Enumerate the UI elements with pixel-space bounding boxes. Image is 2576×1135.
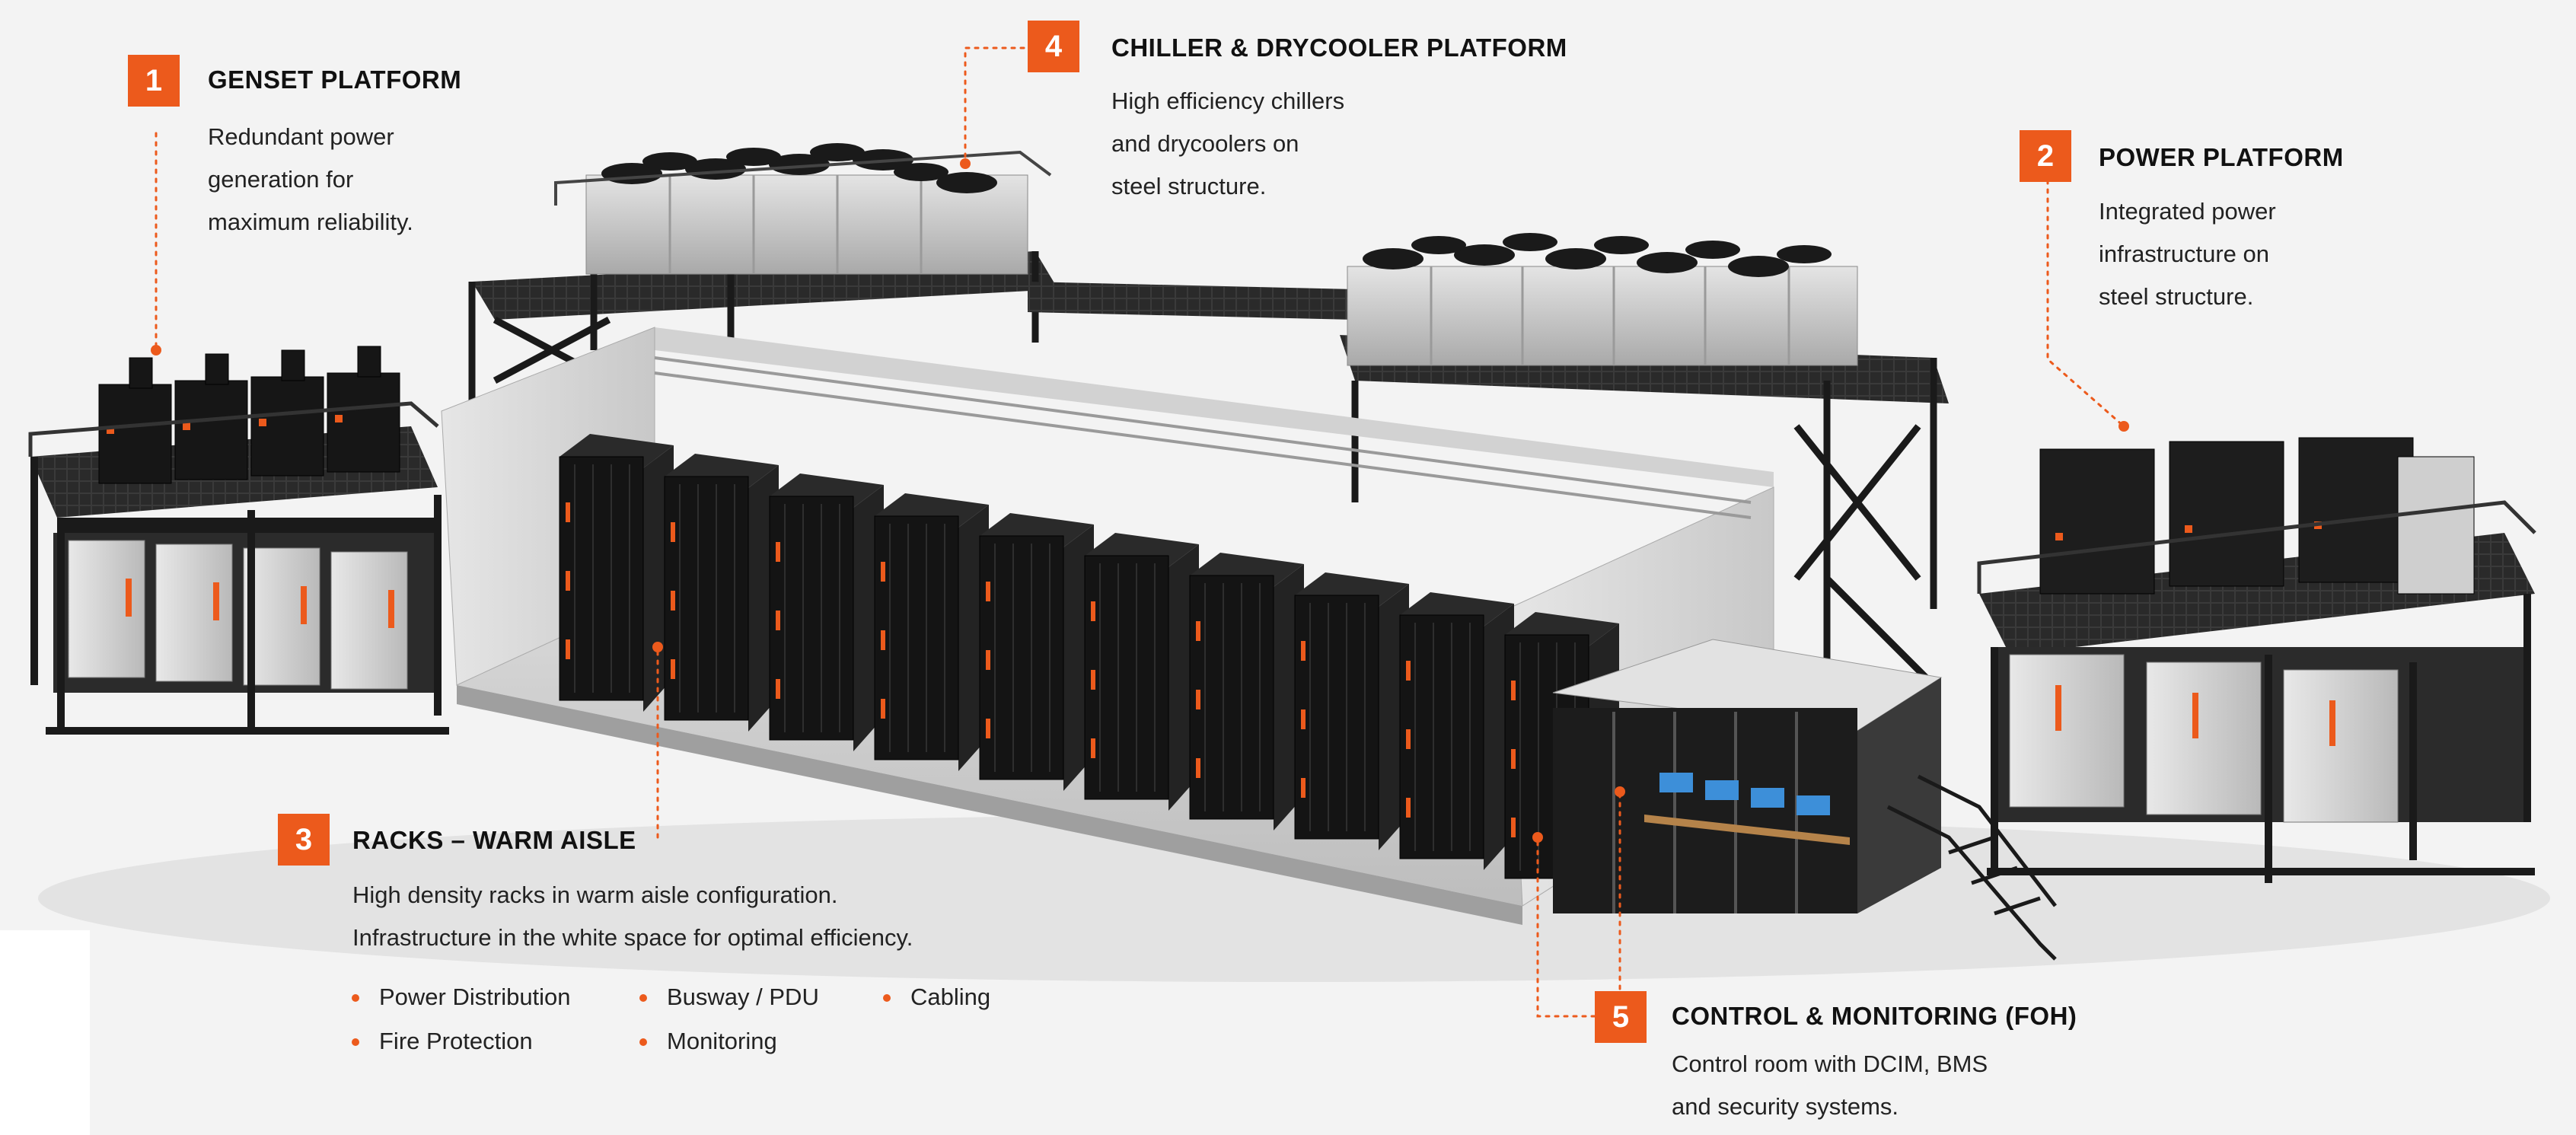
callout-number-5: 5 <box>1595 991 1647 1043</box>
leader-lines <box>151 46 2129 1018</box>
bullet-item: Cabling <box>883 984 990 1011</box>
white-panel <box>0 930 90 1135</box>
callout-number-4: 4 <box>1028 21 1079 72</box>
callout-desc-genset: Redundant power generation for maximum r… <box>208 123 413 235</box>
callout-number-3: 3 <box>278 814 330 866</box>
callout-desc-power: Integrated power infrastructure on steel… <box>2099 198 2276 310</box>
rack-row <box>1399 592 1514 870</box>
rack-row <box>664 454 779 732</box>
rack-row <box>979 513 1094 791</box>
bullet-item: Fire Protection <box>352 1028 533 1055</box>
rack-row <box>1189 553 1304 831</box>
bullet-item: Busway / PDU <box>639 984 819 1011</box>
bullet-item: Monitoring <box>639 1028 777 1055</box>
control-room <box>1552 639 1943 913</box>
rack-row <box>769 473 884 751</box>
callout-title-genset: GENSET PLATFORM <box>208 65 462 94</box>
rack-row <box>1084 533 1199 811</box>
rack-row <box>874 493 989 771</box>
chiller-platform-right <box>1340 233 1949 688</box>
rack-row <box>1294 572 1409 850</box>
genset-platform-illustration <box>28 346 449 735</box>
chiller-platform-left <box>468 143 1058 411</box>
rack-rows <box>559 434 1619 890</box>
callout-title-control: CONTROL & MONITORING (FOH) <box>1672 1002 2077 1030</box>
callout-title-chiller: CHILLER & DRYCOOLER PLATFORM <box>1111 33 1567 62</box>
bullet-item: Power Distribution <box>352 984 571 1011</box>
callout-desc-control: Control room with DCIM, BMS and security… <box>1672 1051 1988 1120</box>
callout-title-power: POWER PLATFORM <box>2099 143 2344 171</box>
callout-desc-chiller: High efficiency chillers and drycoolers … <box>1111 88 1345 199</box>
callout-number-1: 1 <box>128 55 180 107</box>
callout-desc-racks: High density racks in warm aisle configu… <box>352 882 913 951</box>
callout-number-2: 2 <box>2020 130 2071 182</box>
walkway <box>1028 282 1355 320</box>
power-platform-illustration <box>1977 437 2536 883</box>
callout-title-racks: RACKS – WARM AISLE <box>352 826 636 854</box>
